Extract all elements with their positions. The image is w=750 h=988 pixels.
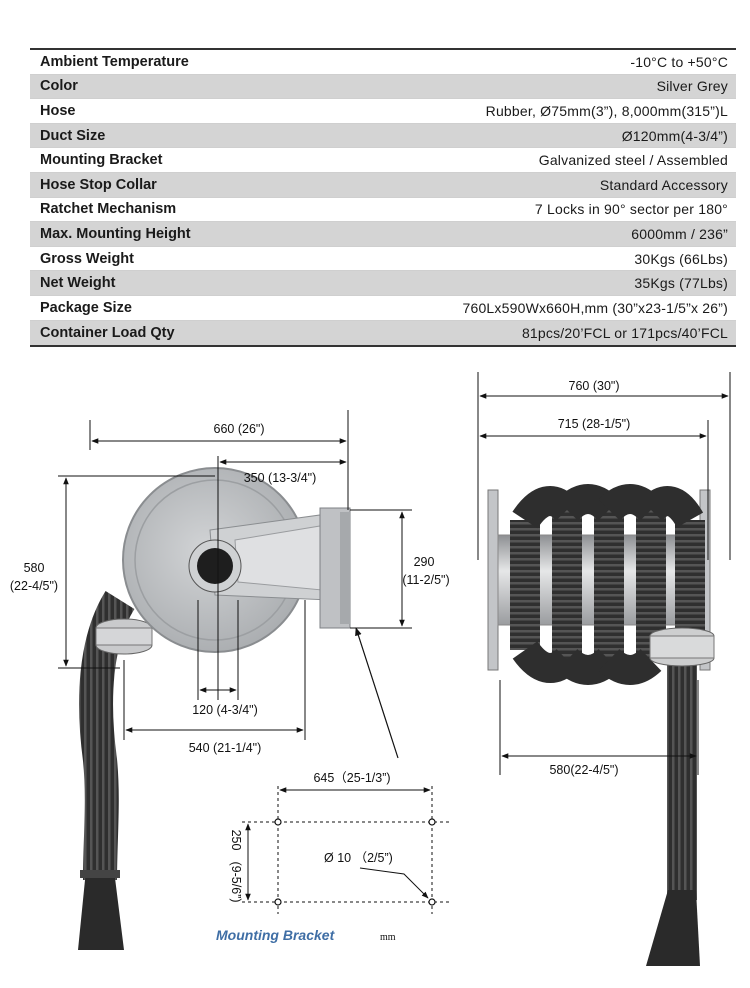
spec-value: Silver Grey <box>656 78 728 95</box>
dim-front-overall: 760 (30") <box>569 379 620 393</box>
spec-label: Ambient Temperature <box>40 53 189 70</box>
spec-label: Color <box>40 78 78 95</box>
spec-value: -10°C to +50°C <box>630 53 728 70</box>
spec-label: Duct Size <box>40 127 106 144</box>
spec-row: Container Load Qty 81pcs/20’FCL or 171pcs… <box>30 320 736 346</box>
spec-row: Color Silver Grey <box>30 74 736 100</box>
side-stop-collar <box>95 618 153 655</box>
spec-label: Ratchet Mechanism <box>40 201 177 218</box>
spec-row: Duct Size Ø120mm(4-3/4”) <box>30 123 736 149</box>
spec-label: Net Weight <box>40 275 116 292</box>
spec-row: Gross Weight 30Kgs (66Lbs) <box>30 247 736 272</box>
spec-value: Galvanized steel / Assembled <box>538 152 728 169</box>
spec-value: Rubber, Ø75mm(3”), 8,000mm(315”)L <box>485 102 728 119</box>
dim-side-height-mm: 580 <box>24 561 45 575</box>
dim-front-inner: 715 (28-1/5") <box>558 417 631 431</box>
dim-side-height-in: (22-4/5") <box>10 579 58 593</box>
spec-row: Net Weight 35Kgs (77Lbs) <box>30 271 736 296</box>
spec-label: Hose Stop Collar <box>40 176 157 193</box>
front-nozzle <box>646 890 700 966</box>
spec-value: Standard Accessory <box>599 176 728 193</box>
spec-value: 35Kgs (77Lbs) <box>634 275 728 292</box>
bracket-holes <box>274 818 436 906</box>
spec-row: Ratchet Mechanism 7 Locks in 90° sector p… <box>30 198 736 223</box>
spec-label: Gross Weight <box>40 250 134 267</box>
side-view: 660 (26") 350 (13-3/4") 580 (22-4/5") 29… <box>10 410 450 950</box>
spec-value: 6000mm / 236” <box>631 225 728 242</box>
dim-front-bottom: 580(22-4/5") <box>549 763 618 777</box>
spec-label: Max. Mounting Height <box>40 225 191 242</box>
dim-bracket-hole: Ø 10 （2/5”) <box>324 851 393 865</box>
spec-row: Mounting Bracket Galvanized steel / Assem… <box>30 148 736 173</box>
spec-label: Package Size <box>40 299 132 316</box>
dim-bracket-height-mm: 290 <box>414 555 435 569</box>
spec-table: Ambient Temperature -10°C to +50°C Color Si… <box>30 48 736 348</box>
bracket-caption: Mounting Bracket <box>216 927 336 943</box>
side-nozzle <box>78 870 124 950</box>
dim-side-width: 660 (26") <box>214 422 265 436</box>
spec-row: Package Size 760Lx590Wx660H,mm (30”x23-1/… <box>30 296 736 321</box>
spec-value: 81pcs/20’FCL or 171pcs/40’FCL <box>521 324 728 341</box>
dim-bracket-height-mm-2: 250 <box>229 830 243 851</box>
spec-row: Hose Stop Collar Standard Accessory <box>30 172 736 198</box>
dim-side-offset: 350 (13-3/4") <box>244 471 317 485</box>
spec-row: Hose Rubber, Ø75mm(3”), 8,000mm(315”)L <box>30 99 736 124</box>
dim-bracket-height-in: (11-2/5") <box>402 573 449 587</box>
front-stop-collar <box>649 627 715 667</box>
spec-value: 760Lx590Wx660H,mm (30”x23-1/5”x 26”) <box>462 299 728 316</box>
spec-value: 7 Locks in 90° sector per 180° <box>534 201 728 218</box>
unit-label: mm <box>380 932 396 943</box>
front-view: 760 (30") 715 (28-1/5") 580(22-4/5") <box>477 372 731 966</box>
dim-bracket-height-in-2: (9-5/6”) <box>229 862 243 903</box>
dim-duct: 120 (4-3/4") <box>192 703 258 717</box>
spec-label: Hose <box>40 102 76 119</box>
dim-bracket-width: 645（25-1/3”) <box>313 771 390 785</box>
dim-drum: 540 (21-1/4") <box>189 741 262 755</box>
spec-label: Mounting Bracket <box>40 152 163 169</box>
spec-label: Container Load Qty <box>40 324 175 341</box>
spec-row: Ambient Temperature -10°C to +50°C <box>30 50 736 75</box>
spec-row: Max. Mounting Height 6000mm / 236” <box>30 222 736 247</box>
bracket-drawing: 645（25-1/3”) 250 (9-5/6”) Ø 10 （2/5”) Mo… <box>216 771 450 943</box>
spec-value: 30Kgs (66Lbs) <box>634 250 728 267</box>
spec-value: Ø120mm(4-3/4”) <box>621 127 728 144</box>
